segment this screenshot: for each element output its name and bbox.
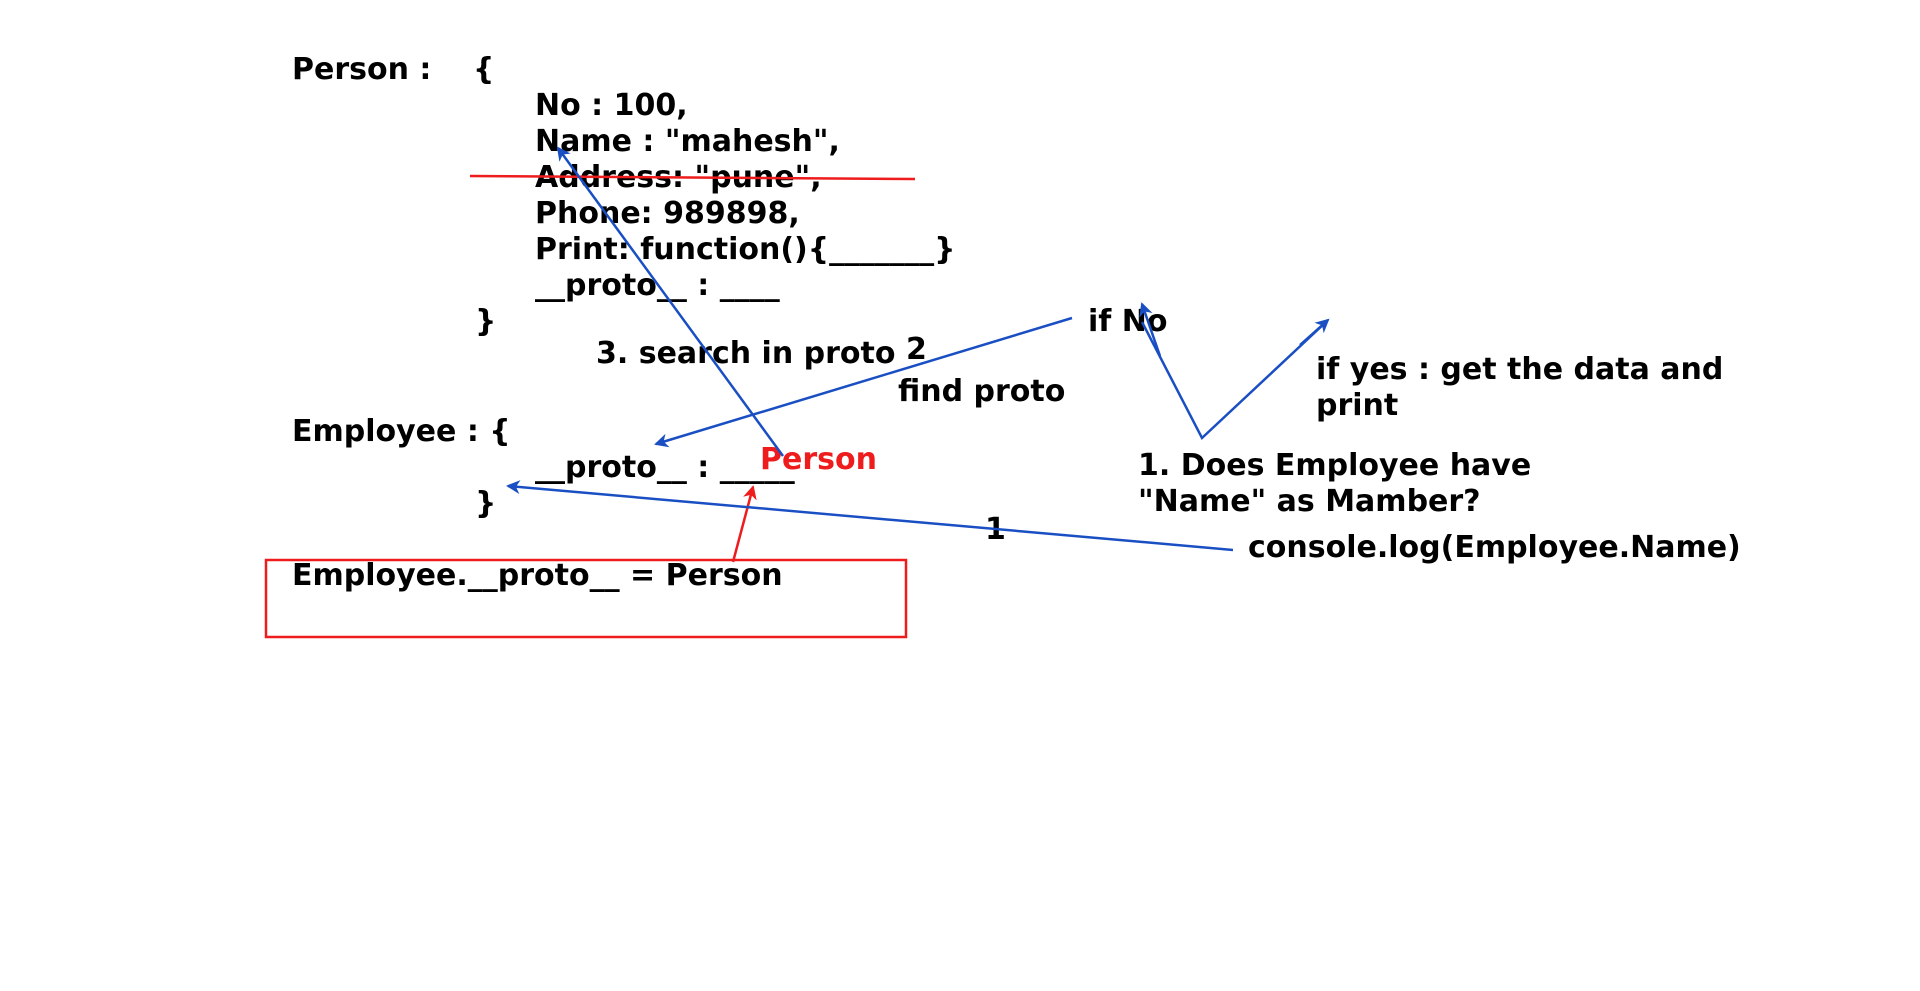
decision-branch-stroke	[1140, 321, 1327, 441]
step-one-label: 1	[985, 512, 1006, 547]
person-prop-phone: Phone: 989898,	[535, 196, 800, 231]
step-one-arrow	[506, 480, 1234, 552]
person-close-brace: }	[475, 304, 497, 339]
proto-assignment: Employee.__proto__ = Person	[292, 558, 783, 593]
if-yes-arrowhead	[1299, 318, 1330, 346]
find-proto-note: find proto	[898, 374, 1066, 409]
employee-close-brace: }	[475, 486, 497, 521]
person-prop-proto: __proto__ : ____	[535, 268, 780, 303]
person-prop-no: No : 100,	[535, 88, 688, 123]
if-yes-note: if yes : get the data and print	[1316, 352, 1724, 423]
employee-label: Employee : {	[292, 414, 511, 449]
console-log-statement: console.log(Employee.Name)	[1248, 530, 1741, 565]
search-in-proto-note: 3. search in proto	[596, 336, 896, 371]
step-two-label: 2	[906, 332, 927, 367]
person-label: Person :	[292, 52, 432, 87]
does-employee-have-note: 1. Does Employee have "Name" as Mamber?	[1138, 448, 1532, 519]
employee-proto-line: __proto__ : _____	[535, 450, 795, 485]
person-prop-name: Name : "mahesh",	[535, 124, 840, 159]
person-prop-print: Print: function(){_______}	[535, 232, 956, 267]
if-no-note: if No	[1088, 304, 1168, 339]
assignment-to-proto-arrow	[731, 485, 757, 563]
person-open-brace: {	[473, 52, 495, 87]
person-prop-address: Address: "pune",	[535, 160, 822, 195]
employee-proto-value: Person	[760, 442, 877, 477]
